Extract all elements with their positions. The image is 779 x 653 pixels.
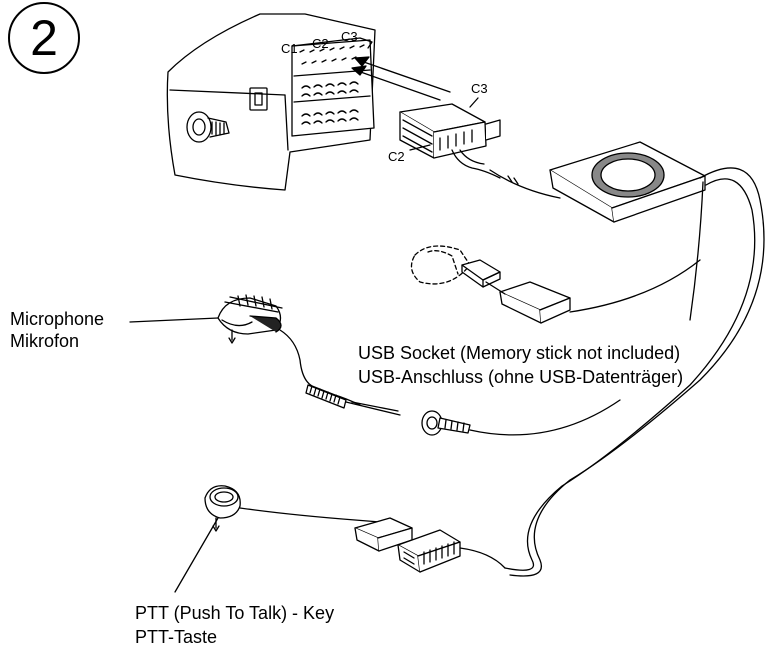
microphone — [129, 294, 361, 406]
usb-leader — [485, 281, 506, 295]
connector-label-c3: C3 — [341, 29, 358, 44]
mic-jack — [305, 384, 621, 436]
plug-cable — [489, 169, 561, 199]
microphone-label-en: Microphone — [10, 309, 105, 329]
leader-c2 — [409, 144, 431, 151]
microphone-label-de: Mikrofon — [10, 331, 80, 351]
connector-label-c2: C2 — [312, 36, 329, 51]
radio-knob — [186, 111, 212, 143]
leader-c3 — [469, 97, 479, 108]
usb-socket-module — [485, 281, 571, 324]
lower-connector — [354, 517, 506, 573]
usb-label-en: USB Socket (Memory stick not included) — [358, 343, 681, 363]
mic-leader — [129, 317, 219, 323]
harness-cables — [504, 167, 765, 577]
ptt-key — [174, 485, 381, 593]
adapter-plug — [399, 97, 501, 179]
ptt-leader — [174, 517, 219, 593]
usb-stick — [410, 245, 501, 288]
connection-arrows — [351, 56, 451, 101]
ptt-label-en: PTT (Push To Talk) - Key — [135, 603, 335, 623]
step-number-badge: 2 — [8, 2, 80, 74]
plug-label-c2: C2 — [388, 149, 405, 164]
radio-switch-lever — [254, 92, 263, 106]
connector-label-c1: C1 — [281, 41, 298, 56]
step-number: 2 — [30, 10, 58, 66]
plug-label-c3: C3 — [471, 81, 488, 96]
usb-label-de: USB-Anschluss (ohne USB-Datenträger) — [358, 367, 684, 387]
control-box — [549, 141, 706, 223]
ptt-label-de: PTT-Taste — [135, 627, 218, 647]
iso-socket-block — [291, 39, 375, 137]
control-knob — [600, 158, 656, 192]
radio-switch — [249, 87, 268, 111]
